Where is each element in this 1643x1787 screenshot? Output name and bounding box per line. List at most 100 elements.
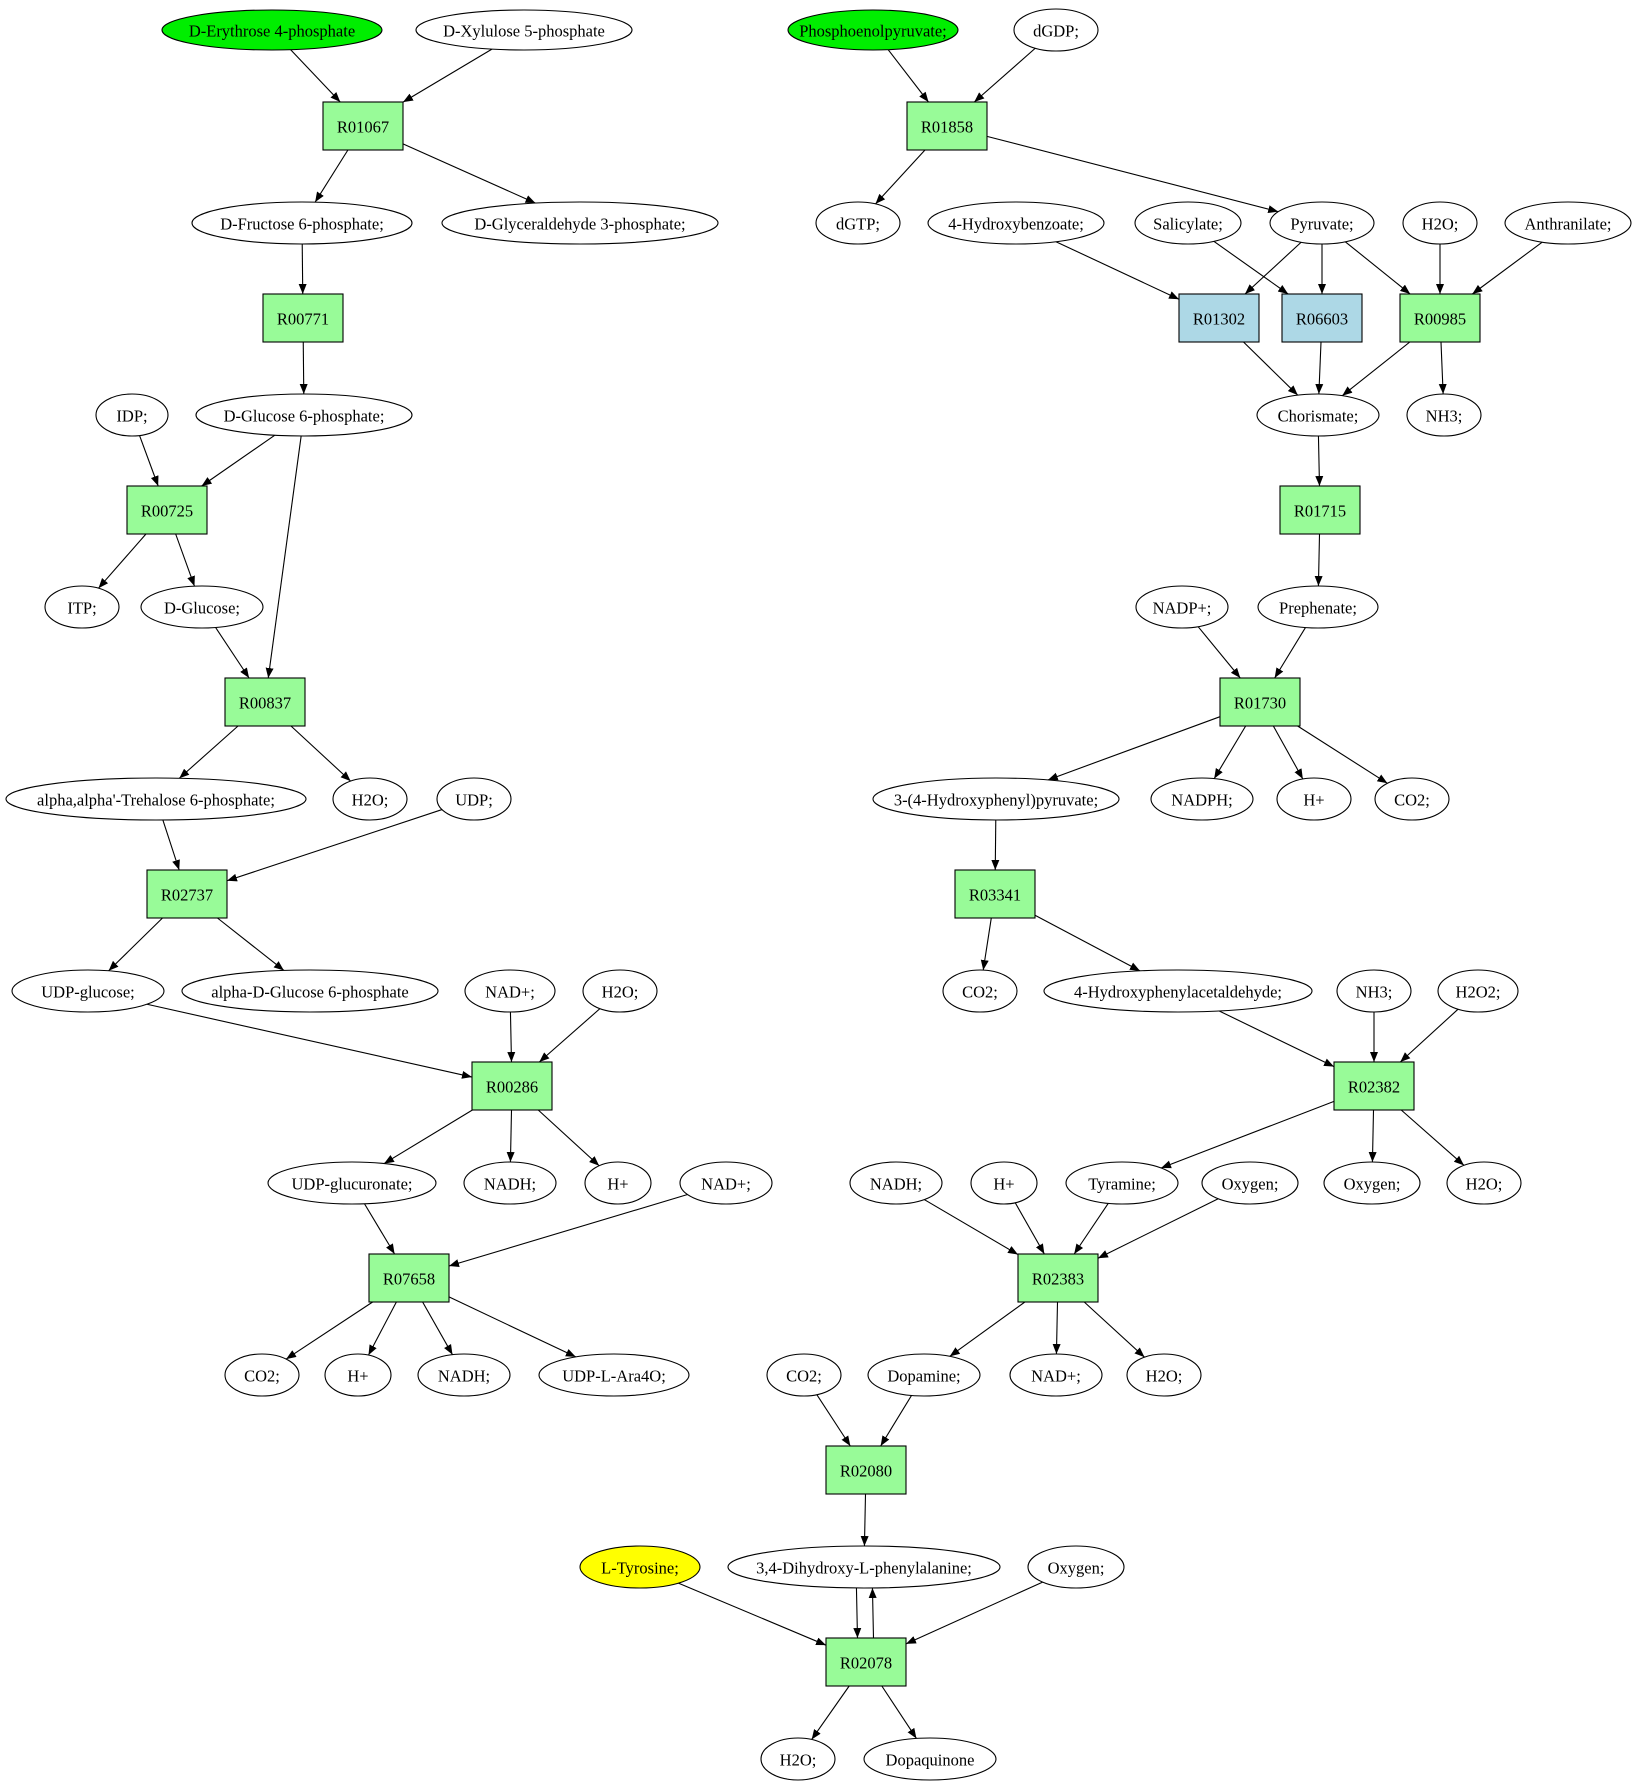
reaction-label: R02383 (1032, 1270, 1084, 1289)
compound-node: CO2; (766, 1353, 842, 1397)
compound-label: CO2; (786, 1367, 822, 1386)
compound-label: H2O; (602, 983, 639, 1002)
edge-arrow (1213, 725, 1247, 779)
compound-ellipse (332, 777, 408, 821)
compound-label: Oxygen; (1222, 1175, 1279, 1194)
reaction-label: R01715 (1294, 502, 1346, 521)
compound-label: NAD+; (701, 1175, 751, 1194)
edge-arrow (1055, 241, 1180, 300)
edge-arrow (980, 917, 992, 971)
reaction-box (126, 485, 208, 535)
compound-ellipse (942, 969, 1018, 1013)
compound-ellipse (11, 969, 165, 1013)
reaction-label: R02737 (161, 886, 213, 905)
compound-label: H2O; (780, 1751, 817, 1770)
edge-arrow (1272, 725, 1304, 780)
reaction-label: R01302 (1193, 310, 1245, 329)
compound-ellipse (464, 969, 556, 1013)
compound-node: Pyruvate; (1269, 201, 1375, 245)
edge-arrow (881, 1685, 917, 1739)
reaction-box (1399, 293, 1481, 343)
compound-ellipse (1150, 777, 1254, 821)
reaction-node: R02080 (825, 1445, 907, 1495)
compound-label: 3,4-Dihydroxy-L-phenylalanine; (756, 1559, 972, 1578)
reaction-box (1333, 1061, 1415, 1111)
reaction-box (954, 869, 1036, 919)
compound-ellipse (417, 1353, 511, 1397)
compound-node: H2O; (1446, 1161, 1522, 1205)
edge-arrow (1243, 341, 1299, 396)
compound-label: NADH; (438, 1367, 490, 1386)
compound-ellipse (1256, 393, 1380, 437)
compound-node: NAD+; (464, 969, 556, 1013)
edge-arrow (139, 435, 159, 487)
edge-arrow (1097, 1198, 1219, 1259)
compound-node: H2O; (1126, 1353, 1202, 1397)
compound-label: Dopaquinone (886, 1751, 975, 1770)
reaction-label: R00771 (277, 310, 329, 329)
compound-label: Anthranilate; (1524, 215, 1611, 234)
compound-label: Tyramine; (1088, 1175, 1156, 1194)
edge-arrow (1073, 1203, 1109, 1255)
reaction-box (1219, 677, 1301, 727)
reaction-box (825, 1445, 907, 1495)
edge-arrow (923, 1199, 1019, 1256)
reaction-node: R00837 (224, 677, 306, 727)
compound-ellipse (161, 9, 383, 51)
compound-node: 3,4-Dihydroxy-L-phenylalanine; (727, 1545, 1001, 1589)
compound-node: H2O2; (1437, 969, 1519, 1013)
edge-arrow (1047, 716, 1221, 781)
edge-arrow (265, 435, 302, 679)
compound-label: H2O; (352, 791, 389, 810)
compound-node: Dopaquinone (863, 1737, 997, 1781)
edge-arrow (1213, 240, 1289, 295)
edge-arrow (285, 1301, 373, 1360)
edge-arrow (175, 533, 195, 587)
compound-ellipse (441, 201, 719, 245)
edge-arrow (314, 149, 349, 203)
reaction-label: R01858 (921, 118, 973, 137)
reaction-node: R02383 (1017, 1253, 1099, 1303)
compound-node: UDP-L-Ara4O; (538, 1353, 690, 1397)
compound-node: Dopamine; (867, 1353, 981, 1397)
compound-ellipse (1336, 969, 1412, 1013)
compound-label: NAD+; (1031, 1367, 1081, 1386)
compound-label: D-Glyceraldehyde 3-phosphate; (474, 215, 685, 234)
edge-arrow (538, 1008, 601, 1063)
compound-node: UDP-glucuronate; (267, 1161, 437, 1205)
edge-arrow (98, 533, 147, 589)
reaction-label: R06603 (1296, 310, 1348, 329)
compound-ellipse (436, 777, 512, 821)
reaction-label: R01730 (1234, 694, 1286, 713)
compound-label: alpha,alpha'-Trehalose 6-phosphate; (37, 791, 275, 810)
compound-label: dGTP; (836, 215, 880, 234)
compound-label: Salicylate; (1153, 215, 1223, 234)
compound-ellipse (727, 1545, 1001, 1589)
edge-arrow (422, 1301, 453, 1355)
compound-label: UDP; (455, 791, 493, 810)
compound-node: Oxygen; (1027, 1545, 1125, 1589)
edge-arrow (108, 917, 163, 972)
compound-node: 3-(4-Hydroxyphenyl)pyruvate; (872, 777, 1120, 821)
compound-node: H2O; (1402, 201, 1478, 245)
compound-ellipse (140, 585, 264, 629)
edge-arrow (1400, 1109, 1465, 1166)
reaction-box (1178, 293, 1260, 343)
compound-ellipse (181, 969, 439, 1013)
compound-ellipse (415, 9, 633, 51)
compound-label: D-Glucose; (164, 599, 240, 618)
compound-ellipse (867, 1353, 981, 1397)
compound-label: D-Xylulose 5-phosphate (443, 22, 605, 41)
compound-label: NAD+; (485, 983, 535, 1002)
compound-label: CO2; (244, 1367, 280, 1386)
reaction-box (906, 101, 988, 151)
compound-node: Prephenate; (1257, 585, 1379, 629)
edge-arrow (448, 1296, 577, 1358)
compound-node: NH3; (1406, 393, 1482, 437)
reaction-label: R01067 (337, 118, 389, 137)
compound-label: H2O; (1466, 1175, 1503, 1194)
compound-ellipse (1065, 1161, 1179, 1205)
compound-label: H2O; (1146, 1367, 1183, 1386)
compound-node: Salicylate; (1134, 201, 1242, 245)
